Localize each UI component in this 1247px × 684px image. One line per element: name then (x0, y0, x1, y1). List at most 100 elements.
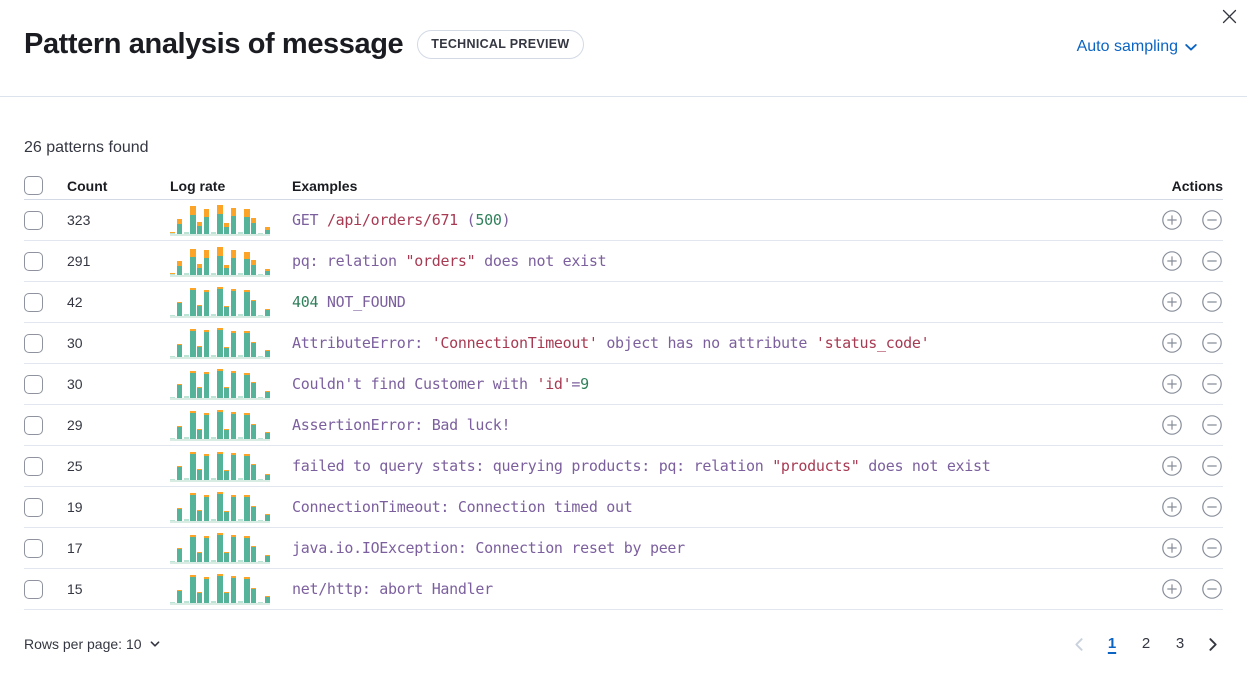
minus-circle-icon (1201, 373, 1223, 395)
row-checkbox[interactable] (24, 374, 43, 394)
sparkline-bar (203, 454, 210, 480)
select-all-checkbox[interactable] (24, 176, 43, 195)
sparkline-bar (210, 355, 216, 357)
previous-page-button[interactable] (1069, 636, 1090, 653)
row-checkbox[interactable] (24, 251, 43, 271)
sparkline-bar (197, 346, 203, 357)
plus-circle-icon (1161, 291, 1183, 313)
log-rate-sparkline (170, 245, 270, 277)
pattern-count: 30 (67, 376, 83, 392)
sparkline-bar (190, 452, 196, 480)
flyout-header: Pattern analysis of message TECHNICAL PR… (0, 0, 1247, 97)
log-rate-sparkline (170, 327, 270, 359)
sparkline-bar (257, 315, 264, 316)
sparkline-bar (170, 232, 176, 234)
row-checkbox[interactable] (24, 210, 43, 230)
filter-in-pattern-button[interactable] (1161, 578, 1183, 600)
sparkline-bar (237, 232, 243, 234)
sparkline-bar (257, 233, 264, 234)
filter-out-pattern-button[interactable] (1201, 496, 1223, 518)
plus-circle-icon (1161, 209, 1183, 231)
sparkline-bar (170, 273, 176, 275)
filter-out-pattern-button[interactable] (1201, 578, 1223, 600)
row-checkbox[interactable] (24, 292, 43, 312)
minus-circle-icon (1201, 250, 1223, 272)
sparkline-bar (170, 397, 176, 398)
sparkline-bar (217, 369, 223, 398)
row-checkbox[interactable] (24, 415, 43, 435)
sparkline-bar (224, 511, 230, 521)
sparkline-bar (203, 536, 210, 562)
sparkline-bar (257, 479, 264, 480)
column-header-examples: Examples (292, 177, 358, 194)
filter-in-pattern-button[interactable] (1161, 455, 1183, 477)
sparkline-bar (170, 438, 176, 439)
sparkline-bar (244, 373, 250, 398)
sparkline-bar (257, 438, 264, 439)
example-token: 'status_code' (815, 333, 930, 352)
close-icon (1222, 9, 1237, 24)
filter-in-pattern-button[interactable] (1161, 291, 1183, 313)
example-token: net/http: abort Handler (292, 579, 493, 598)
rows-per-page-dropdown[interactable]: Rows per page: 10 (24, 636, 161, 652)
sparkline-bar (264, 432, 270, 439)
filter-out-pattern-button[interactable] (1201, 537, 1223, 559)
filter-in-pattern-button[interactable] (1161, 209, 1183, 231)
sparkline-bar (190, 371, 196, 398)
sparkline-bar (217, 574, 223, 603)
filter-in-pattern-button[interactable] (1161, 537, 1183, 559)
sparkline-bar (190, 288, 196, 316)
log-rate-sparkline (170, 409, 270, 441)
row-checkbox[interactable] (24, 456, 43, 476)
page-button-1[interactable]: 1 (1100, 631, 1124, 657)
sparkline-bar (190, 411, 196, 439)
sparkline-bar (190, 575, 196, 603)
filter-out-pattern-button[interactable] (1201, 250, 1223, 272)
filter-out-pattern-button[interactable] (1201, 332, 1223, 354)
sparkline-bar (224, 592, 230, 603)
example-token: 'ConnectionTimeout' (431, 333, 598, 352)
filter-in-pattern-button[interactable] (1161, 496, 1183, 518)
row-checkbox[interactable] (24, 497, 43, 517)
sparkline-bar (197, 222, 203, 234)
filter-out-pattern-button[interactable] (1201, 291, 1223, 313)
sparkline-bar (176, 508, 183, 521)
filter-out-pattern-button[interactable] (1201, 209, 1223, 231)
page-button-2[interactable]: 2 (1134, 631, 1158, 657)
filter-in-pattern-button[interactable] (1161, 373, 1183, 395)
close-button[interactable] (1217, 4, 1241, 28)
minus-circle-icon (1201, 578, 1223, 600)
table-row: 25 failed to query stats: querying produ… (24, 446, 1223, 487)
example-token: ) (501, 210, 511, 229)
page-button-3[interactable]: 3 (1168, 631, 1192, 657)
sparkline-bar (230, 576, 237, 603)
filter-in-pattern-button[interactable] (1161, 250, 1183, 272)
filter-out-pattern-button[interactable] (1201, 373, 1223, 395)
sparkline-bar (210, 478, 216, 480)
plus-circle-icon (1161, 537, 1183, 559)
row-checkbox[interactable] (24, 333, 43, 353)
sparkline-bar (251, 546, 257, 562)
sparkline-bar (244, 577, 250, 603)
pattern-count: 42 (67, 294, 83, 310)
filter-in-pattern-button[interactable] (1161, 414, 1183, 436)
sparkline-bar (251, 382, 257, 398)
sparkline-bar (203, 290, 210, 316)
sparkline-bar (230, 371, 237, 398)
row-checkbox[interactable] (24, 579, 43, 599)
sampling-dropdown[interactable]: Auto sampling (1077, 38, 1199, 56)
example-token: "products" (772, 456, 860, 475)
sparkline-bar (217, 452, 223, 480)
sparkline-bar (183, 355, 189, 357)
log-rate-sparkline (170, 532, 270, 564)
filter-out-pattern-button[interactable] (1201, 414, 1223, 436)
minus-circle-icon (1201, 332, 1223, 354)
filter-out-pattern-button[interactable] (1201, 455, 1223, 477)
plus-circle-icon (1161, 496, 1183, 518)
sparkline-bar (224, 347, 230, 357)
sparkline-bar (190, 249, 196, 275)
filter-in-pattern-button[interactable] (1161, 332, 1183, 354)
next-page-button[interactable] (1202, 636, 1223, 653)
sparkline-bar (217, 492, 223, 521)
row-checkbox[interactable] (24, 538, 43, 558)
